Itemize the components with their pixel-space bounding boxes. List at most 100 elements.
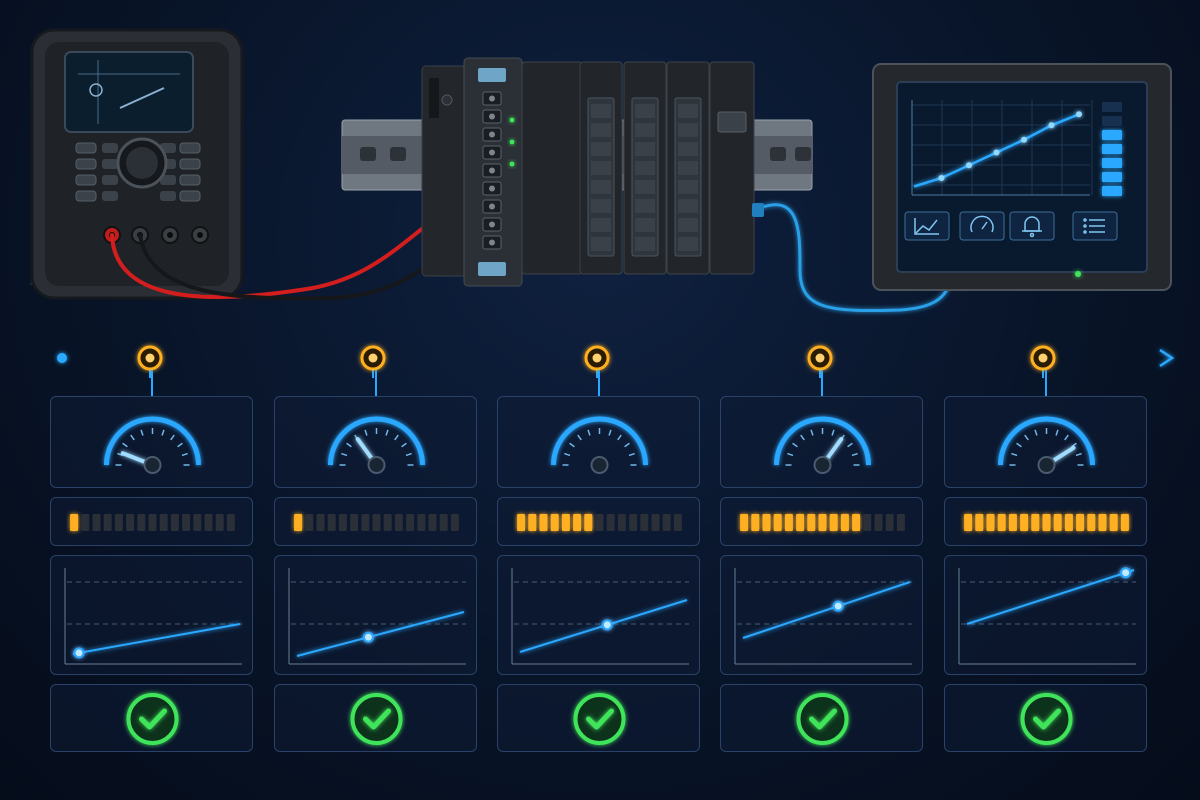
gauge-tick (577, 434, 582, 441)
hmi-level-segment (1102, 130, 1122, 140)
ethernet-cable (754, 203, 952, 313)
gauge-tick (1016, 442, 1022, 448)
stage-connector (374, 370, 377, 396)
level-bar-segment (103, 514, 112, 531)
level-bar-segment (740, 514, 749, 531)
level-bar-segment (417, 514, 426, 531)
gauge-tick (587, 429, 591, 436)
trend-panel (720, 555, 923, 675)
gauge-tick (624, 442, 630, 448)
io-module (521, 61, 583, 275)
gauge-icon (970, 215, 994, 233)
trend-marker (1120, 567, 1132, 579)
level-bar-segment (1064, 514, 1073, 531)
plc-rack (421, 57, 755, 287)
level-bar-segment (383, 514, 392, 531)
trend-panel (50, 555, 253, 675)
level-bar-segment (137, 514, 146, 531)
level-bar-segment (305, 514, 314, 531)
level-bar-segment (81, 514, 90, 531)
gauge-tick (608, 429, 612, 436)
level-bar-segment (885, 514, 894, 531)
level-bar-segment (316, 514, 325, 531)
timeline-start-dot (57, 353, 67, 363)
trend-line (966, 569, 1135, 625)
level-bar-segment (1098, 514, 1107, 531)
level-bar-segment (406, 514, 415, 531)
red-probe-cable (110, 194, 470, 299)
level-bar-segment (975, 514, 984, 531)
level-bar-segment (673, 514, 682, 531)
level-bar-segment (784, 514, 793, 531)
gauge-panel (944, 396, 1147, 488)
level-bar-segment (896, 514, 905, 531)
gauge-tick (161, 429, 165, 436)
gauge-tick (170, 434, 175, 441)
level-bar-segment (350, 514, 359, 531)
check-icon (1020, 693, 1073, 745)
chart-icon (914, 218, 939, 235)
check-icon (796, 693, 849, 745)
gauge-tick (364, 429, 368, 436)
stage-connector (820, 370, 823, 396)
level-bar-segment (1042, 514, 1051, 531)
stage-connector (1044, 370, 1047, 396)
level-bar-segment (773, 514, 782, 531)
multimeter-button (102, 143, 118, 153)
level-bar-segment (193, 514, 202, 531)
gauge-tick (394, 434, 399, 441)
level-bar-segment (539, 514, 548, 531)
level-bar-panel (720, 497, 923, 546)
multimeter-button (75, 190, 97, 202)
level-bar-segment (92, 514, 101, 531)
trend-line (742, 581, 911, 639)
level-bar-segment (874, 514, 883, 531)
gauge-tick (405, 452, 412, 457)
level-bar-segment (1053, 514, 1062, 531)
status-panel (50, 684, 253, 752)
level-bar-segment (561, 514, 570, 531)
hmi-power-led (1075, 271, 1081, 277)
level-bar-segment (338, 514, 347, 531)
gauge-tick (1055, 429, 1059, 436)
hmi-trend-point (1021, 136, 1027, 143)
trend-line (296, 611, 465, 657)
level-bar-segment (863, 514, 872, 531)
gauge-hub (143, 456, 162, 474)
multimeter-button (160, 175, 176, 185)
gauge-tick (385, 429, 389, 436)
gauge-tick (792, 442, 798, 448)
level-bar-segment (215, 514, 224, 531)
gauge-tick (831, 429, 835, 436)
gauge-hub (813, 456, 832, 474)
gauge-arc (104, 416, 201, 466)
gauge-tick (851, 452, 858, 457)
level-bar-segment (1031, 514, 1040, 531)
multimeter-button (179, 174, 201, 186)
gauge-tick (341, 452, 348, 457)
timeline-arrow-icon (1159, 348, 1175, 368)
gauge-hub (367, 456, 386, 474)
trend-panel (497, 555, 700, 675)
multimeter-button (179, 190, 201, 202)
level-bar-segment (1008, 514, 1017, 531)
multimeter-button (102, 191, 118, 201)
trend-panel (274, 555, 477, 675)
level-bar-segment (148, 514, 157, 531)
multimeter-button (75, 142, 97, 154)
bell-icon (1022, 216, 1042, 238)
level-bar-segment (840, 514, 849, 531)
status-panel (497, 684, 700, 752)
hmi-trend-point (966, 162, 972, 169)
gauge-tick (1011, 452, 1018, 457)
gauge-arc (774, 416, 871, 466)
trend-panel (944, 555, 1147, 675)
multimeter-button (179, 158, 201, 170)
hmi-button (959, 211, 1005, 241)
gauge-tick (564, 452, 571, 457)
check-icon (573, 693, 626, 745)
level-bar-segment (528, 514, 537, 531)
multimeter-button (179, 142, 201, 154)
level-bar-segment (159, 514, 168, 531)
multimeter-button (160, 191, 176, 201)
